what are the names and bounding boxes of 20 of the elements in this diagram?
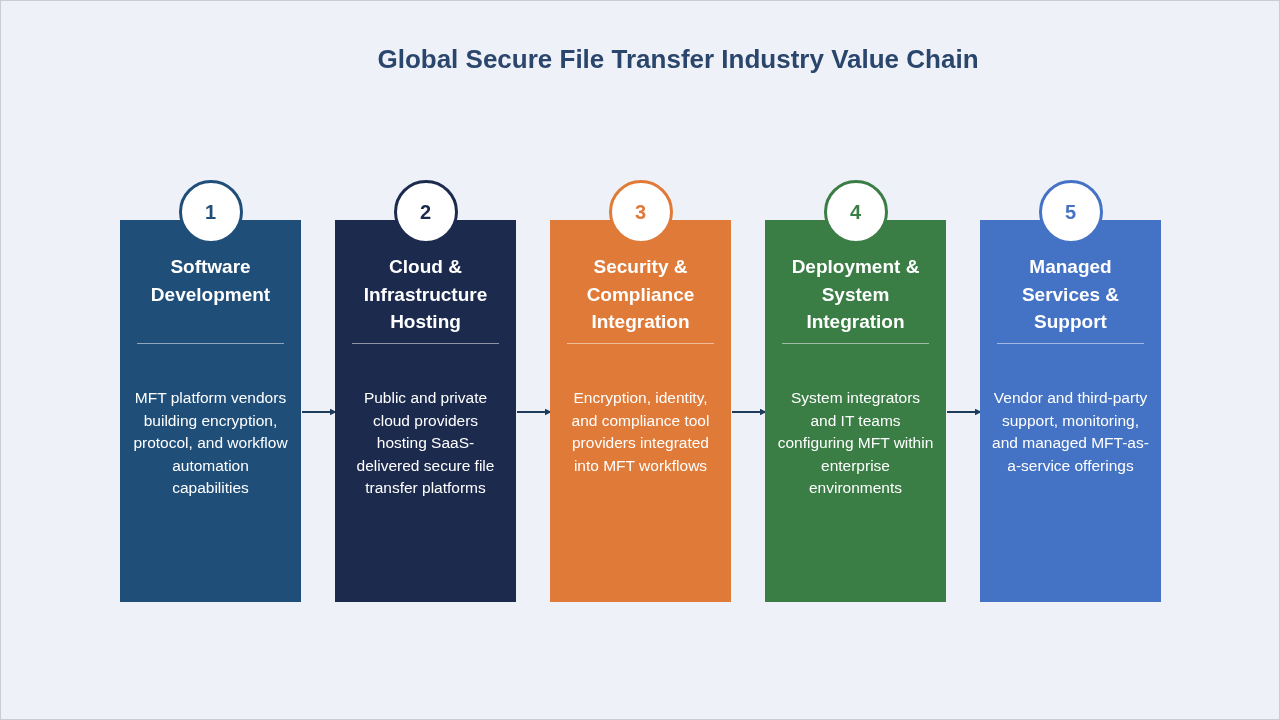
step-heading: Deployment & System Integration	[790, 255, 921, 334]
step-heading: Software Development	[149, 255, 272, 307]
step-number: 1	[178, 180, 243, 244]
arrow	[731, 408, 767, 416]
step-heading: Cloud & Infrastructure Hosting	[362, 255, 489, 334]
step-number: 2	[393, 180, 458, 244]
step-number: 3	[608, 180, 673, 244]
arrow	[946, 408, 982, 416]
arrow	[301, 408, 337, 416]
step-description: System integrators and IT teams configuring MFT within enterprise environments	[777, 388, 934, 498]
step-description: MFT platform vendors building encryption, protocol, and workflow automation capabilities	[132, 388, 289, 498]
step-number: 5	[1038, 180, 1103, 244]
step-number: 4	[823, 180, 888, 244]
step-heading: Managed Services & Support	[1020, 255, 1121, 334]
step-heading: Security & Compliance Integration	[585, 255, 696, 334]
step-description: Public and private cloud providers hosting SaaS-delivered secure file transfer platforms	[355, 388, 496, 498]
diagram-title: Global Secure File Transfer Industry Value Chain	[376, 43, 980, 76]
step-description: Vendor and third-party support, monitoring, and managed MFT-as-a-service offerings	[992, 388, 1149, 476]
arrow	[516, 408, 552, 416]
step-description: Encryption, identity, and compliance tool providers integrated into MFT workflows	[570, 388, 711, 476]
